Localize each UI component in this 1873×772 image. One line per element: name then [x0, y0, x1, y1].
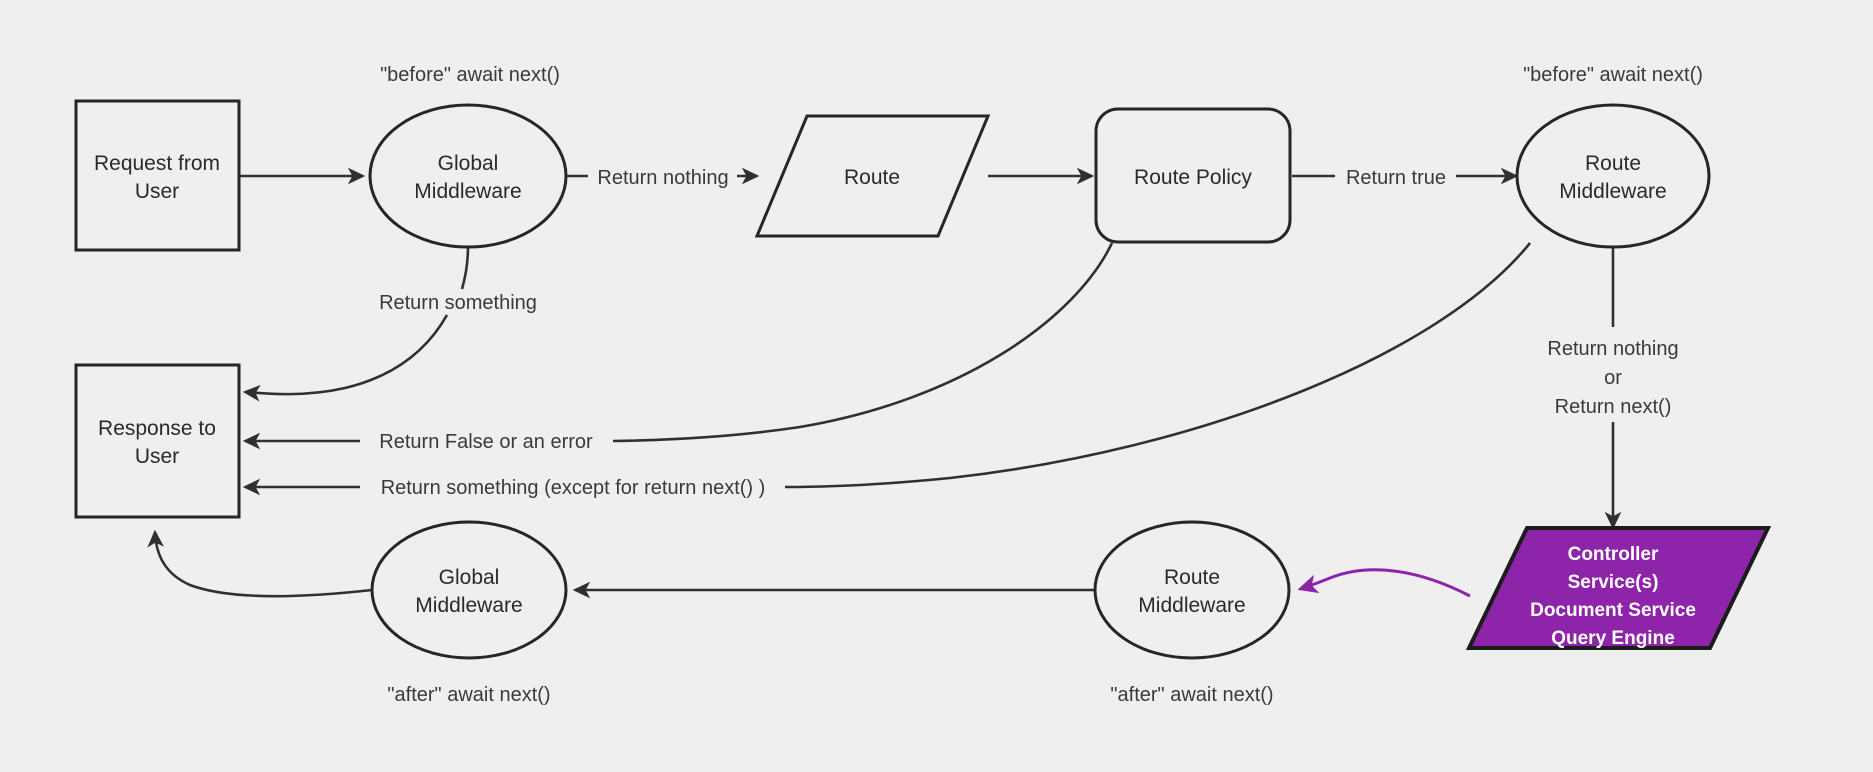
edge-label-return-nothing-or-next-line1: Return nothing	[1547, 338, 1678, 360]
node-global-middleware-top-line2: Middleware	[414, 180, 521, 203]
node-global-middleware-top-line1: Global	[438, 152, 499, 175]
edge-route-policy-return-false	[612, 242, 1114, 443]
annotation-before-await-next-left: "before" await next()	[380, 64, 560, 86]
edge-label-return-nothing-or-next-line3: Return next()	[1555, 396, 1672, 418]
edge-label-return-something-except: Return something (except for return next…	[381, 477, 766, 499]
edge-label-return-something: Return something	[379, 292, 537, 314]
node-route-policy-label: Route Policy	[1134, 166, 1252, 189]
node-route-middleware-top-line1: Route	[1585, 152, 1641, 175]
annotation-after-await-next-right: "after" await next()	[1110, 684, 1273, 706]
node-global-middleware-bottom-line2: Middleware	[415, 594, 522, 617]
node-controller-line1: Controller	[1568, 544, 1659, 565]
edge-controller-to-route-middleware-bottom	[1297, 568, 1471, 598]
node-response-to-user[interactable]: Response to User	[74, 363, 241, 519]
annotation-before-await-next-right: "before" await next()	[1523, 64, 1703, 86]
node-response-to-user-line2: User	[135, 445, 179, 468]
node-global-middleware-bottom[interactable]: Global Middleware	[370, 520, 568, 660]
node-global-middleware-bottom-line1: Global	[439, 566, 500, 589]
annotation-after-await-next-left: "after" await next()	[387, 684, 550, 706]
node-controller-line3: Document Service	[1530, 600, 1696, 621]
node-controller-line2: Service(s)	[1568, 572, 1659, 593]
edge-global-middleware-bottom-to-response	[147, 529, 373, 598]
node-route[interactable]: Route	[754, 114, 991, 238]
node-route-middleware-bottom-line2: Middleware	[1138, 594, 1245, 617]
edge-global-middleware-return-something	[460, 246, 470, 290]
node-request-from-user-line2: User	[135, 180, 179, 203]
edge-label-return-true: Return true	[1346, 167, 1446, 189]
node-route-middleware-top-line2: Middleware	[1559, 180, 1666, 203]
node-route-middleware-bottom[interactable]: Route Middleware	[1093, 520, 1291, 660]
edge-label-return-false-or-error: Return False or an error	[379, 431, 593, 453]
node-response-to-user-line1: Response to	[98, 417, 216, 440]
node-global-middleware-top[interactable]: Global Middleware	[368, 103, 568, 249]
node-route-middleware-top[interactable]: Route Middleware	[1515, 103, 1711, 249]
edge-label-return-nothing: Return nothing	[597, 167, 728, 189]
node-route-label: Route	[844, 166, 900, 189]
edge-label-return-nothing-or-next-line2: or	[1604, 367, 1622, 389]
node-request-from-user-line1: Request from	[94, 152, 220, 175]
node-route-middleware-bottom-line1: Route	[1164, 566, 1220, 589]
edge-route-middleware-return-something	[784, 242, 1532, 489]
edge-global-middleware-return-something-2	[242, 314, 449, 402]
node-route-policy[interactable]: Route Policy	[1094, 107, 1292, 244]
node-request-from-user[interactable]: Request from User	[74, 99, 241, 252]
node-controller-services[interactable]: Controller Service(s) Document Service Q…	[1465, 526, 1772, 650]
node-controller-line4: Query Engine	[1551, 628, 1675, 649]
